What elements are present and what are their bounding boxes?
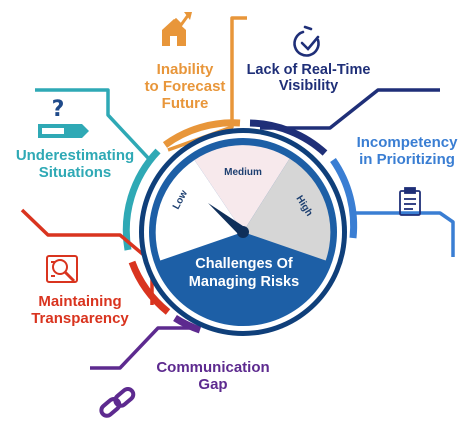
magnifier-document-icon <box>46 255 78 283</box>
house-arrow-icon <box>162 12 192 46</box>
ring-segment-communication <box>173 315 202 334</box>
gauge: Low Medium High <box>155 145 331 261</box>
gauge-needle-pivot <box>237 226 249 238</box>
label-forecast: Inability to Forecast Future <box>144 61 226 112</box>
ring-segment-realtime <box>249 119 328 156</box>
label-transparency: Maintaining Transparency <box>31 293 129 327</box>
ring-segment-prioritizing <box>330 157 358 239</box>
label-communication: Communication Gap <box>156 359 270 393</box>
clock-check-icon <box>293 25 320 57</box>
connector-underestimating <box>35 88 152 162</box>
ring-segment-underestimating <box>122 148 161 251</box>
center-title-line2: Managing Risks <box>189 274 299 290</box>
label-realtime: Lack of Real-Time Visibility <box>246 62 371 95</box>
connector-communication <box>90 326 190 370</box>
gauge-sector-high <box>243 158 331 261</box>
label-underestimating: Underestimating Situations <box>15 147 135 181</box>
chain-link-icon <box>99 386 136 418</box>
connector-realtime <box>260 88 440 130</box>
gauge-label-medium: Medium <box>224 167 262 178</box>
center-title-line1: Challenges Of <box>195 256 293 272</box>
gauge-sector-low <box>155 160 243 261</box>
question-signpost-icon: ? <box>38 97 89 138</box>
connector-transparency <box>20 208 154 305</box>
gauge-sector-medium <box>194 145 290 232</box>
connector-prioritizing <box>353 211 455 257</box>
gauge-needle <box>208 203 246 236</box>
svg-text:?: ? <box>52 97 65 122</box>
clipboard-icon <box>399 187 421 216</box>
label-prioritizing: Incompetency in Prioritizing <box>356 134 458 168</box>
ring-segment-transparency <box>128 260 171 315</box>
